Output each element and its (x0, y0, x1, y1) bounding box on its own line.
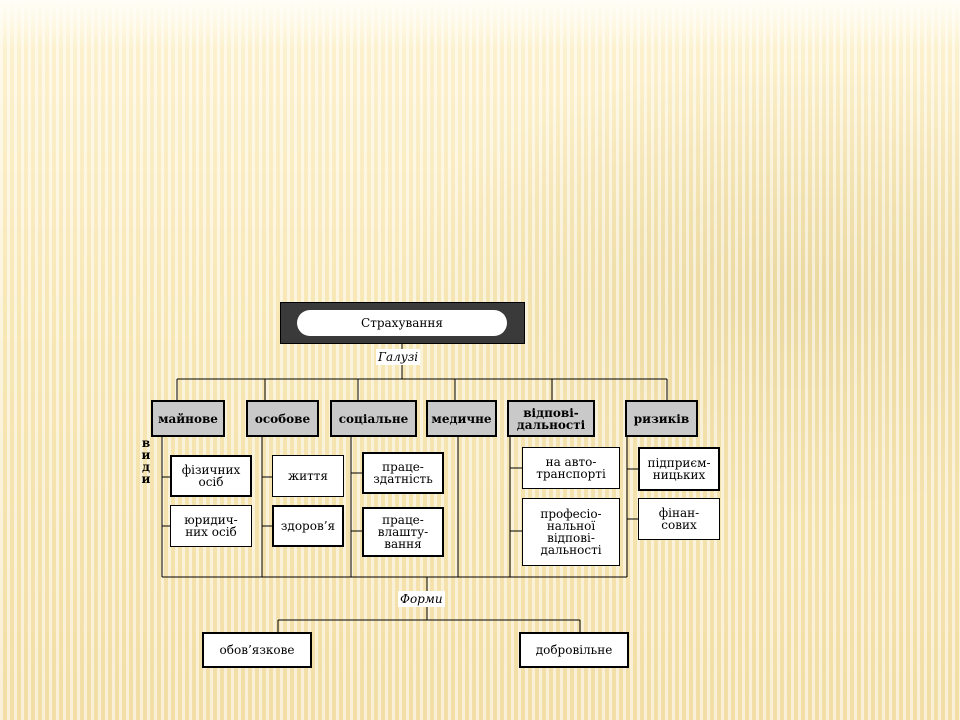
item-motor-transport: на авто- транспорті (522, 447, 620, 489)
branch-social: соціальне (330, 400, 417, 437)
item-work-capacity: праце- здатність (362, 452, 444, 494)
item-business: підприєм- ницьких (638, 447, 720, 491)
item-individuals: фізичних осіб (170, 455, 252, 497)
branch-risks: ризиків (625, 400, 698, 437)
types-label: в и д и (141, 436, 151, 486)
background-highlight (0, 0, 960, 50)
connector-lines (161, 344, 668, 632)
item-financial: фінан- сових (638, 498, 720, 540)
form-voluntary: добровільне (519, 632, 629, 668)
item-legal-entities: юридич- них осіб (170, 505, 252, 547)
branch-liability: відпові- дальності (507, 400, 595, 437)
item-life: життя (272, 455, 344, 497)
item-employment: праце- влашту- вання (362, 507, 444, 557)
branch-personal: особове (246, 400, 319, 437)
branch-medical: медичне (426, 400, 497, 437)
insurance-classification-diagram: Страхування Галузі майнове особове соціа… (140, 300, 740, 700)
item-health: здоров’я (272, 505, 344, 547)
forms-label: Форми (398, 591, 445, 607)
item-professional-liability: професіо- нальної відпові- дальності (522, 498, 620, 566)
root-label: Страхування (297, 310, 507, 336)
form-mandatory: обов’язкове (202, 632, 312, 668)
branches-label: Галузі (376, 349, 421, 365)
root-box: Страхування (280, 302, 525, 344)
branch-property: майнове (151, 400, 225, 437)
